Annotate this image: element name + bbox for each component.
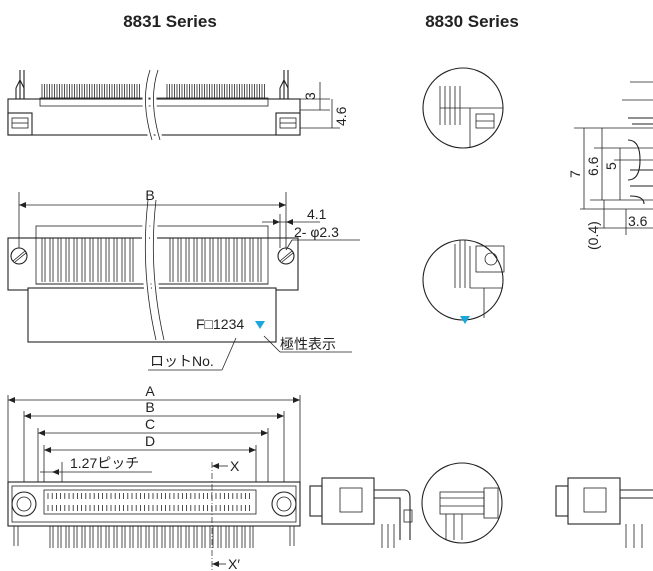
profile-8830: 7 6.6 5 (0.4) 3.6 [567,81,653,250]
detail-circle-1 [422,67,504,149]
polarity-marker-detail-icon [460,316,470,324]
side-section-8831 [309,477,413,548]
dim-0-4: (0.4) [585,221,601,250]
section-X: X [230,458,240,474]
dim-7: 7 [567,170,583,178]
dim-C: C [145,416,155,432]
dim-3: 3 [302,92,318,100]
dim-B-top: B [145,187,154,203]
title-8831: 8831 Series [123,12,217,31]
front-view-8831: B 4.1 2- φ2.3 F□1234 ロットNo. 極性表示 [7,187,360,371]
lot-code: F□1234 [196,316,244,332]
dim-3-6: 3.6 [628,213,648,229]
dim-4-6: 4.6 [333,106,349,126]
dim-pitch: 1.27ピッチ [70,455,139,471]
title-8830: 8830 Series [425,12,519,31]
polarity-label: 極性表示 [280,336,336,352]
bottom-view-8831: A B C D 1.27ピッチ [7,383,301,571]
lot-no-label: ロットNo. [150,353,214,369]
dim-hole: 2- φ2.3 [294,224,339,240]
dim-4-1: 4.1 [307,206,327,222]
polarity-marker-icon [255,321,265,329]
detail-circle-3 [421,462,503,544]
dim-A: A [145,383,155,399]
dim-6-6: 6.6 [585,156,601,176]
dim-D: D [145,433,155,449]
detail-circle-2 [422,239,505,324]
top-view-8831: 3 4.6 [7,69,349,141]
side-section-8830 [555,477,653,548]
dim-B-bottom: B [145,399,154,415]
dim-5: 5 [603,162,619,170]
section-Xp: X′ [228,556,240,571]
